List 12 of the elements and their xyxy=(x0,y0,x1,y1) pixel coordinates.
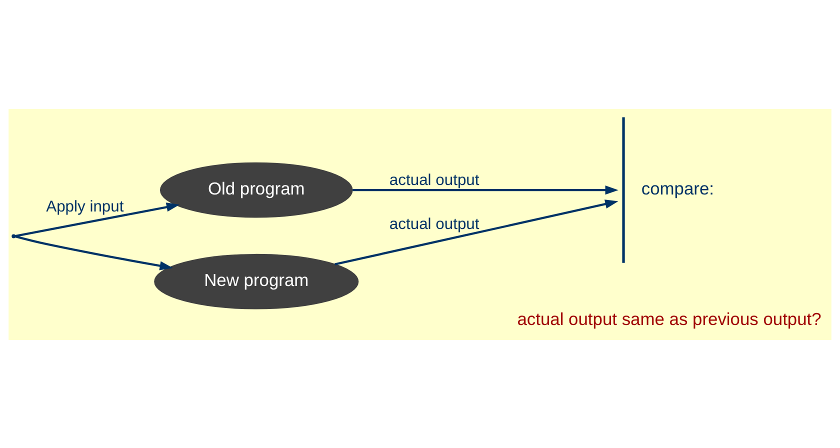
node-text: compare: xyxy=(641,178,714,198)
node-point xyxy=(12,234,16,238)
arrow xyxy=(352,184,618,194)
node-ellipse: New program xyxy=(154,253,359,309)
node-ellipse: Old program xyxy=(160,162,353,218)
label: actual output same as previous output? xyxy=(517,308,822,329)
arrow xyxy=(15,202,180,237)
arrow xyxy=(334,199,618,265)
edge-label: actual output xyxy=(389,215,480,232)
edge-label: Apply input xyxy=(46,198,124,215)
arrow xyxy=(15,234,173,270)
edge-label: actual output xyxy=(389,172,480,189)
